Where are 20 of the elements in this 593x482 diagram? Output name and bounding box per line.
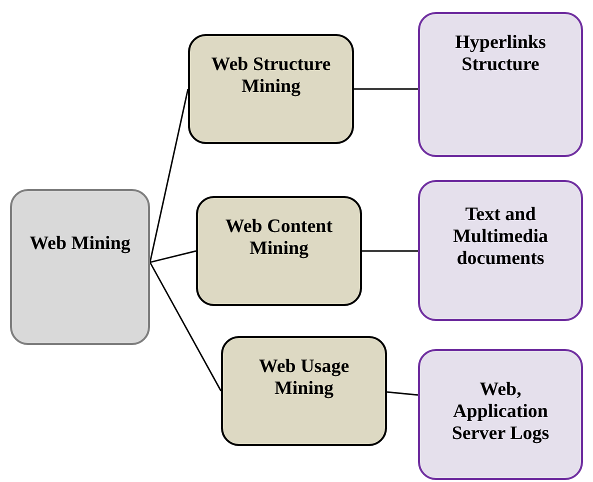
node-label: Web Mining	[30, 233, 130, 255]
connector-line	[386, 391, 418, 396]
connector-line	[150, 250, 196, 264]
description-box	[418, 349, 583, 480]
connector-line	[362, 250, 418, 252]
category-box	[196, 196, 362, 306]
connector-line	[149, 262, 222, 392]
connector-line	[149, 88, 189, 262]
node-label: Web Structure Mining	[210, 54, 332, 98]
category-box	[188, 34, 354, 144]
category-box	[221, 336, 387, 446]
description-box	[418, 12, 583, 157]
node-label: Web, Application Server Logs	[450, 379, 550, 445]
description-box	[418, 180, 583, 321]
node-label: Hyperlinks Structure	[454, 32, 547, 76]
node-label: Text and Multimedia documents	[452, 204, 549, 270]
node-label: Web Usage Mining	[258, 356, 350, 400]
connector-line	[354, 88, 418, 90]
node-label: Web Content Mining	[224, 216, 334, 260]
root-box	[10, 189, 150, 345]
